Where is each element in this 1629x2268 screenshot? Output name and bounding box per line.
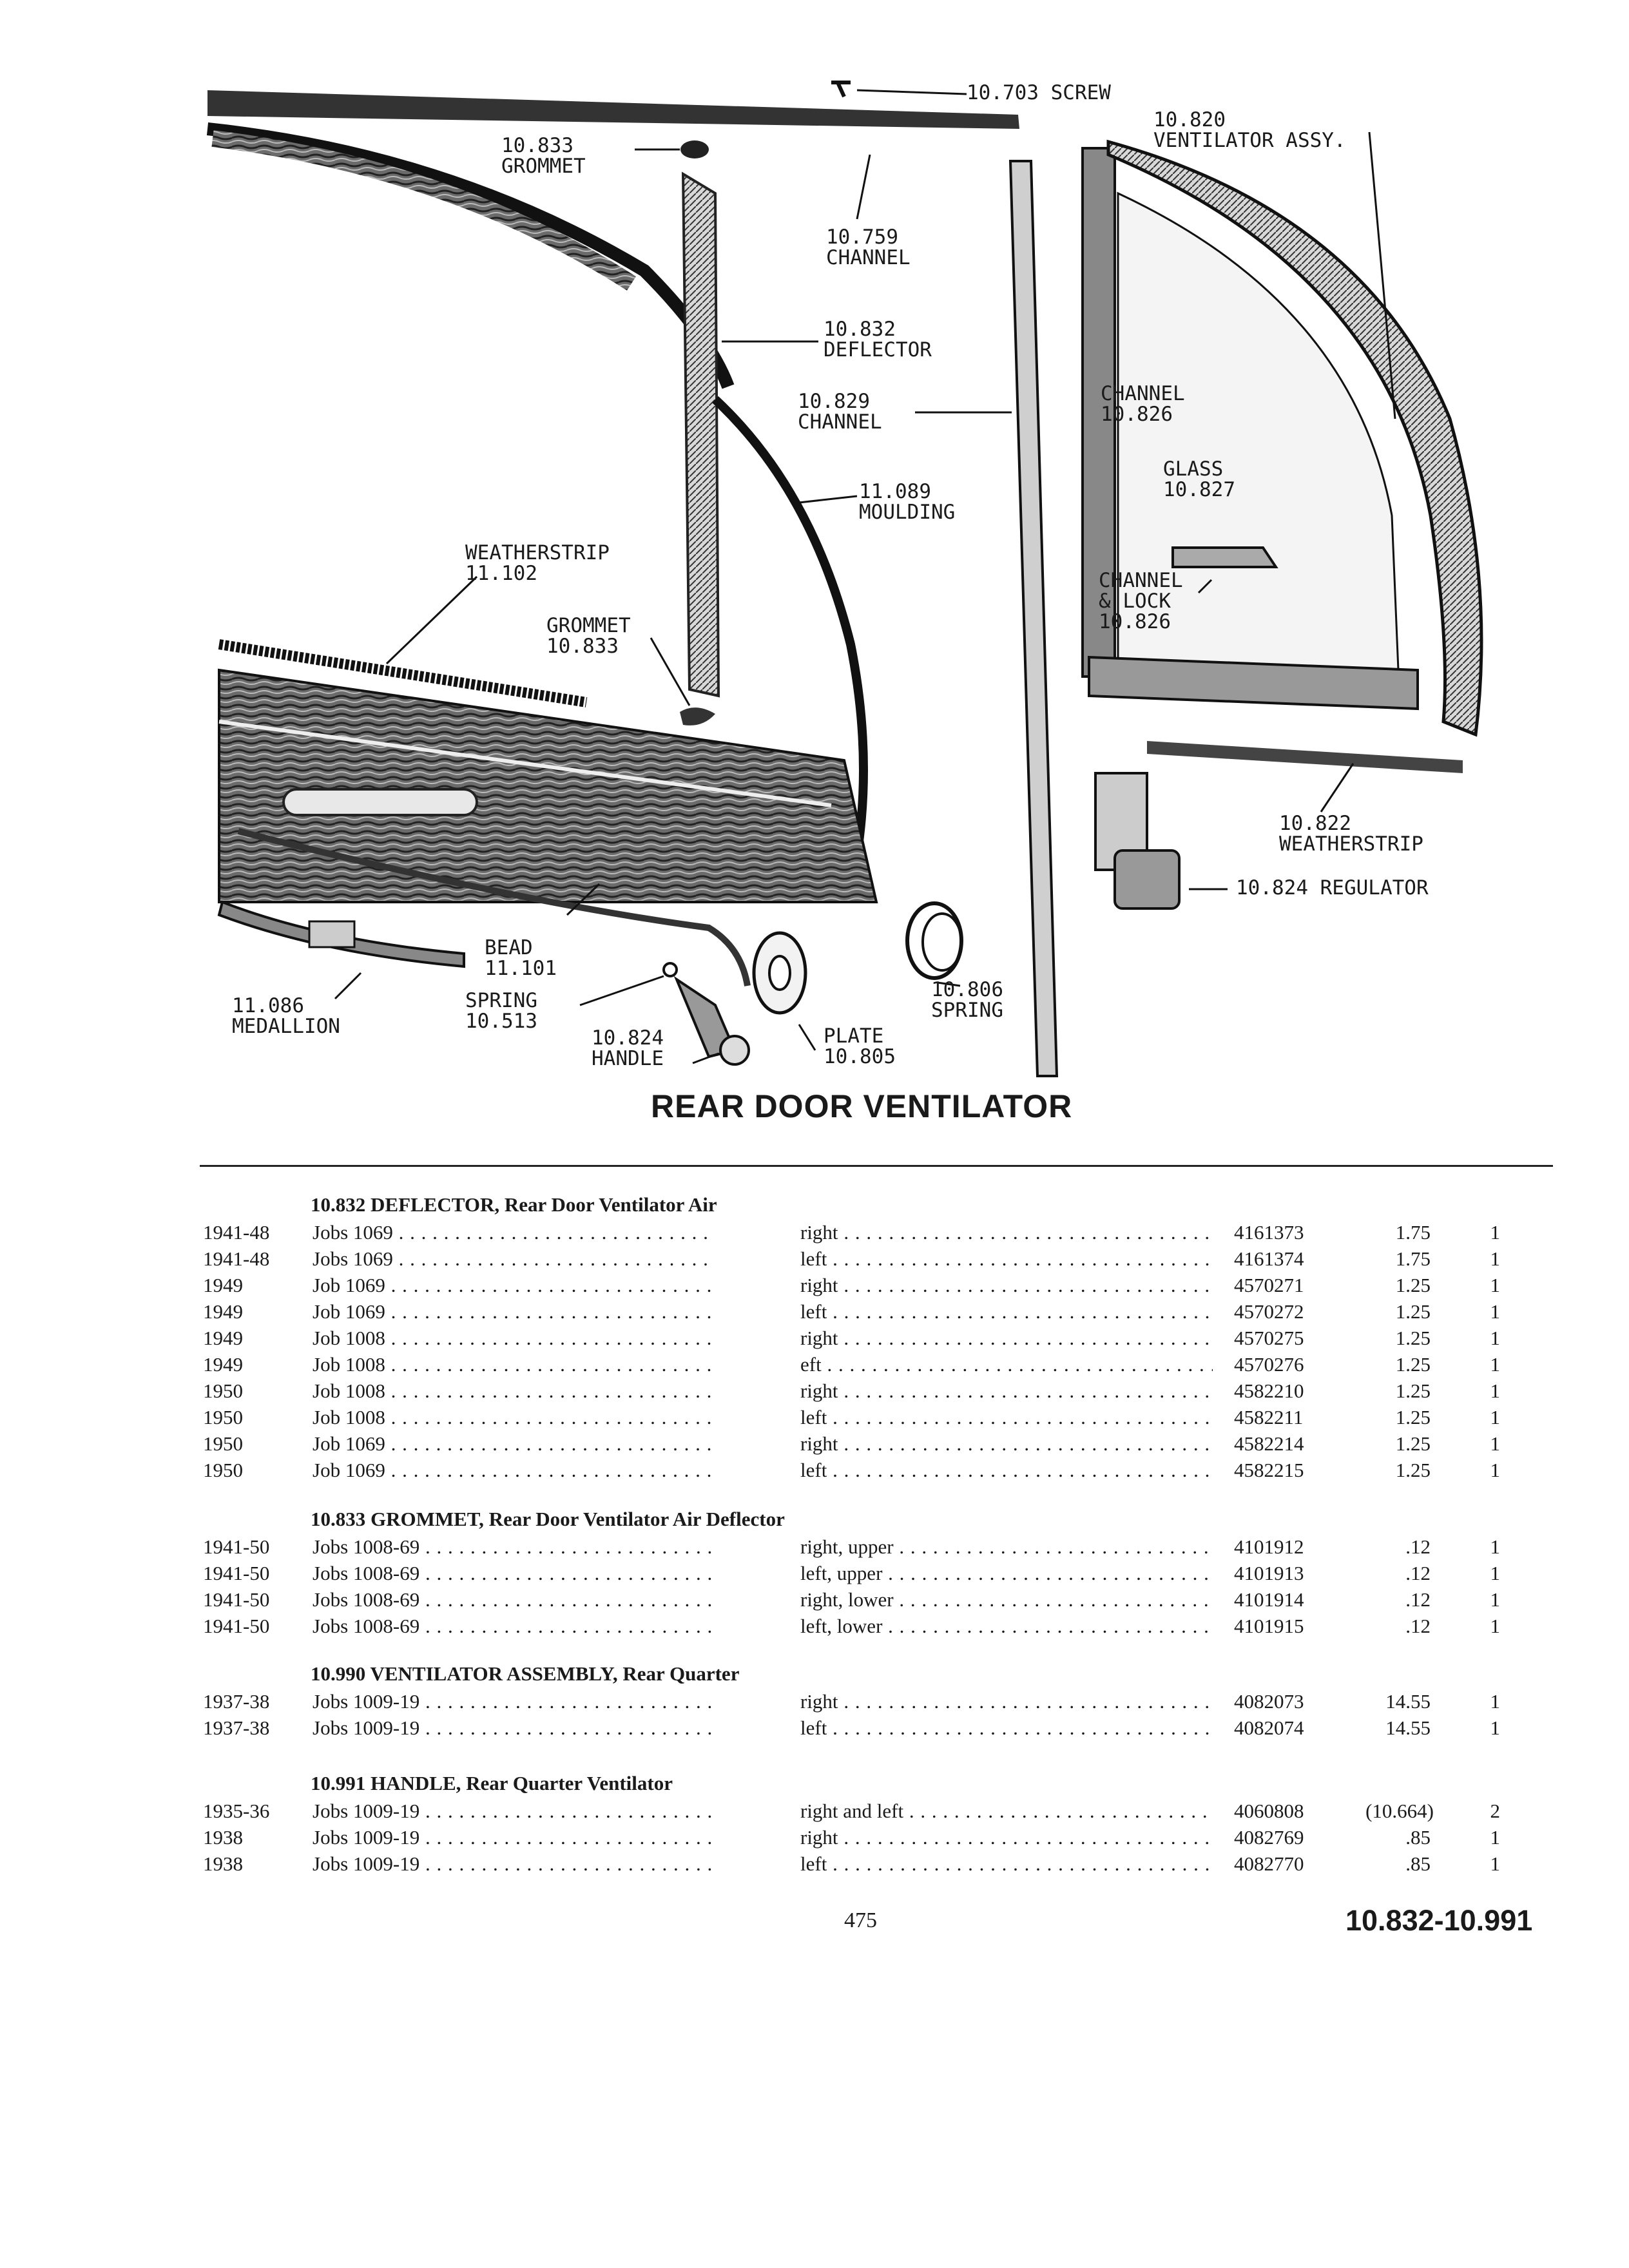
roof-rail <box>207 90 1019 129</box>
section-heading-10991: 10.991 HANDLE, Rear Quarter Ventilator <box>311 1772 673 1794</box>
grommet-lower-shape <box>680 707 715 726</box>
page-part-range: 10.832-10.991 <box>1345 1904 1533 1937</box>
rear-door-ventilator-diagram <box>206 81 1483 1077</box>
figure-title: REAR DOOR VENTILATOR <box>651 1088 1073 1124</box>
label-regulator: 10.824 REGULATOR <box>1236 876 1429 899</box>
ventilator-base-channel <box>1088 655 1419 711</box>
weatherstrip-11102-shape <box>218 639 588 707</box>
grommet-top-shape <box>680 140 709 159</box>
moulding-shape <box>712 396 868 890</box>
door-frame-curve <box>206 122 735 389</box>
medallion-shape <box>217 900 465 968</box>
screw-shape <box>831 81 851 98</box>
section-heading-10990: 10.990 VENTILATOR ASSEMBLY, Rear Quarter <box>311 1662 740 1685</box>
channel-lock-shape <box>1171 546 1278 568</box>
door-panel-shape <box>218 668 878 903</box>
label-screw: 10.703 SCREW <box>967 81 1111 104</box>
deflector-shape <box>681 171 720 698</box>
channel-829-shape <box>1008 160 1059 1077</box>
spring-513-shape <box>662 962 678 977</box>
door-handle-recess <box>282 788 478 816</box>
section-heading-10832: 10.832 DEFLECTOR, Rear Door Ventilator A… <box>311 1193 717 1216</box>
section-divider <box>200 1165 1553 1167</box>
page-number: 475 <box>844 1908 877 1932</box>
section-heading-10833: 10.833 GROMMET, Rear Door Ventilator Air… <box>311 1508 785 1530</box>
ventilator-frame-shape <box>1106 139 1483 737</box>
weatherstrip-822-shape <box>1147 741 1463 773</box>
bead-shape <box>237 828 751 986</box>
